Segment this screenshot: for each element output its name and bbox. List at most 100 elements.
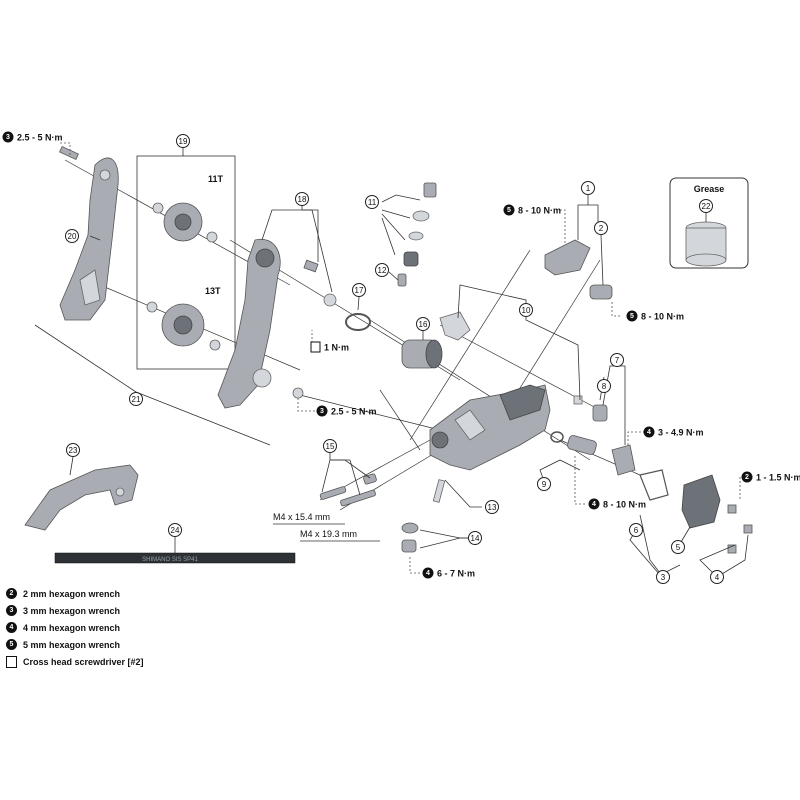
hex-wrench-icon: 5 — [6, 639, 17, 650]
main-body — [429, 384, 551, 471]
callout-5: 5 — [671, 540, 685, 554]
stopper-pin — [303, 259, 319, 273]
svg-text:4: 4 — [647, 429, 651, 436]
svg-text:11: 11 — [368, 198, 377, 207]
legend-row-2: 4 4 mm hexagon wrench — [6, 619, 144, 636]
legend-text: 3 mm hexagon wrench — [23, 605, 121, 616]
svg-text:8 - 10 N·m: 8 - 10 N·m — [641, 312, 684, 322]
callout-21: 21 — [129, 392, 143, 406]
svg-text:21: 21 — [132, 395, 141, 404]
legend-row-0: 2 2 mm hexagon wrench — [6, 585, 144, 602]
grease-box: Grease — [669, 177, 749, 269]
callout-13: 13 — [485, 500, 499, 514]
svg-text:5: 5 — [676, 543, 681, 552]
lower-pulley — [161, 303, 205, 347]
callout-2: 2 — [594, 221, 608, 235]
cover-assembly — [639, 469, 753, 554]
svg-text:14: 14 — [471, 534, 480, 543]
pin — [432, 479, 446, 503]
callout-9: 9 — [537, 477, 551, 491]
svg-text:20: 20 — [68, 232, 77, 241]
svg-text:15: 15 — [326, 442, 335, 451]
mount-bolts — [319, 473, 377, 507]
hex-wrench-icon: 4 — [6, 622, 17, 633]
outer-cage-plate — [59, 157, 119, 321]
hex-wrench-icon: 3 — [6, 605, 17, 616]
callout-17: 17 — [352, 283, 366, 297]
svg-text:1 N·m: 1 N·m — [324, 343, 349, 353]
torque-t9: 4 6 - 7 N·m — [422, 567, 475, 579]
b-axle — [550, 431, 597, 455]
svg-text:2.5 - 5 N·m: 2.5 - 5 N·m — [17, 133, 63, 143]
svg-text:2.5 - 5 N·m: 2.5 - 5 N·m — [331, 407, 377, 417]
svg-text:2: 2 — [599, 224, 604, 233]
hex-wrench-icon: 2 — [6, 588, 17, 599]
bolt-label-long: M4 x 19.3 mm — [300, 529, 357, 539]
svg-text:8 - 10 N·m: 8 - 10 N·m — [603, 500, 646, 510]
torque-indicators — [60, 142, 741, 574]
inner-cage-plate — [217, 238, 281, 409]
callout-1: 1 — [581, 181, 595, 195]
callout-22: 22 — [699, 199, 713, 213]
callout-19: 19 — [176, 134, 190, 148]
lower-pulley-teeth: 13T — [205, 286, 221, 296]
svg-text:9: 9 — [542, 480, 547, 489]
link-pin — [592, 404, 608, 422]
cage-bolt — [59, 145, 79, 161]
torque-t1: 3 2.5 - 5 N·m — [2, 131, 63, 143]
torque-t5: 3 2.5 - 5 N·m — [316, 405, 377, 417]
b-tension-bushing — [401, 339, 443, 369]
torque-t3: 5 8 - 10 N·m — [626, 310, 684, 322]
svg-text:3: 3 — [6, 134, 10, 141]
svg-text:16: 16 — [419, 320, 428, 329]
fixing-bolt — [401, 522, 419, 553]
svg-text:6: 6 — [634, 526, 639, 535]
svg-text:8: 8 — [602, 382, 607, 391]
svg-text:19: 19 — [179, 137, 188, 146]
svg-text:7: 7 — [615, 356, 620, 365]
washer-small — [573, 395, 583, 405]
pulley-bolt — [292, 387, 304, 399]
svg-text:8 - 10 N·m: 8 - 10 N·m — [518, 206, 561, 216]
callout-leaders — [34, 148, 749, 578]
svg-text:10: 10 — [522, 306, 531, 315]
tool-legend: 2 2 mm hexagon wrench 3 3 mm hexagon wrench… — [6, 585, 144, 670]
legend-row-1: 3 3 mm hexagon wrench — [6, 602, 144, 619]
svg-text:13: 13 — [488, 503, 497, 512]
svg-text:5: 5 — [630, 313, 634, 320]
callout-20: 20 — [65, 229, 79, 243]
upper-pulley — [163, 202, 203, 242]
callout-16: 16 — [416, 317, 430, 331]
callout-7: 7 — [610, 353, 624, 367]
svg-text:23: 23 — [69, 446, 78, 455]
link-arm — [544, 239, 613, 300]
cable-housing: SHIMANO SIS SP41 — [54, 552, 296, 564]
legend-text: 2 mm hexagon wrench — [23, 588, 121, 599]
callout-8: 8 — [597, 379, 611, 393]
adjust-screw-set — [397, 182, 437, 287]
svg-text:18: 18 — [298, 195, 307, 204]
callout-6: 6 — [629, 523, 643, 537]
svg-text:3 - 4.9 N·m: 3 - 4.9 N·m — [658, 428, 704, 438]
legend-text: 4 mm hexagon wrench — [23, 622, 121, 633]
callout-12: 12 — [375, 263, 389, 277]
legend-text: Cross head screwdriver [#2] — [23, 656, 144, 667]
callout-11: 11 — [365, 195, 379, 209]
svg-text:6 - 7 N·m: 6 - 7 N·m — [437, 569, 475, 579]
screwdriver-icon — [6, 655, 17, 668]
pulley-set-box — [136, 155, 236, 370]
cable-adjuster — [611, 444, 636, 476]
legend-row-4: Cross head screwdriver [#2] — [6, 653, 144, 670]
cable-guide — [439, 311, 471, 341]
svg-text:3: 3 — [320, 408, 324, 415]
svg-text:4: 4 — [426, 570, 430, 577]
legend-text: 5 mm hexagon wrench — [23, 639, 121, 650]
callout-18: 18 — [295, 192, 309, 206]
washer — [323, 293, 337, 307]
callout-24: 24 — [168, 523, 182, 537]
svg-text:24: 24 — [171, 526, 180, 535]
